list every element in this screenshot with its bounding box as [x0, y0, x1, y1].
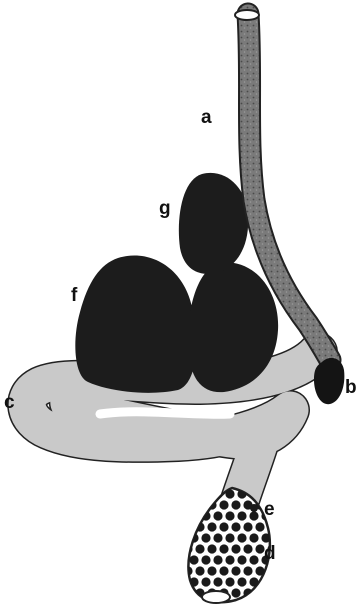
sac-dot	[261, 533, 270, 542]
sac-dot	[237, 533, 246, 542]
tip-b	[314, 358, 344, 404]
sac-dot	[183, 500, 192, 509]
sac-dot	[195, 544, 204, 553]
sac-dot	[267, 566, 276, 575]
sac-dot	[219, 500, 228, 509]
label-b: b	[345, 378, 357, 397]
sac-dot	[249, 555, 258, 564]
mass-g	[179, 173, 248, 274]
mass-f	[75, 255, 196, 392]
label-g: g	[159, 199, 171, 218]
sac-dot	[177, 555, 186, 564]
sac-dot	[201, 489, 210, 498]
point-e	[250, 504, 258, 512]
sac-d	[177, 488, 276, 603]
sac-dot	[219, 522, 228, 531]
sac-dot	[183, 522, 192, 531]
sac-dot	[201, 577, 210, 586]
sac-dot	[237, 577, 246, 586]
sac-dot	[201, 555, 210, 564]
sac-dot	[177, 577, 186, 586]
label-d: d	[264, 544, 276, 563]
sac-dot	[225, 533, 234, 542]
label-c: c	[4, 393, 15, 412]
sac-dot	[231, 588, 240, 597]
sac-dot	[225, 489, 234, 498]
label-f: f	[71, 286, 77, 305]
sac-dot	[237, 555, 246, 564]
sac-dot	[189, 511, 198, 520]
sac-dot	[195, 566, 204, 575]
sac-dot	[213, 533, 222, 542]
sac-dot	[231, 500, 240, 509]
label-a: a	[201, 108, 212, 127]
sac-dot	[231, 522, 240, 531]
sac-dot	[225, 555, 234, 564]
sac-dot	[261, 577, 270, 586]
sac-dot	[183, 588, 192, 597]
sac-dot	[177, 489, 186, 498]
sac-dot	[231, 544, 240, 553]
sac-dot	[207, 544, 216, 553]
sac-dot	[255, 566, 264, 575]
sac-dot	[231, 566, 240, 575]
sac-dot	[213, 511, 222, 520]
sac-dot	[249, 511, 258, 520]
sac-dot	[207, 566, 216, 575]
sac-dot	[225, 511, 234, 520]
sac-dot	[177, 511, 186, 520]
sac-dot	[249, 533, 258, 542]
sac-dot	[219, 544, 228, 553]
sac-dot	[255, 522, 264, 531]
sac-dot	[237, 511, 246, 520]
sac-dot	[225, 577, 234, 586]
sac-dot	[189, 555, 198, 564]
label-e: e	[264, 500, 275, 519]
sac-dot	[243, 566, 252, 575]
sac-dot	[213, 577, 222, 586]
sac-dot	[207, 522, 216, 531]
sac-dot	[189, 489, 198, 498]
sac-dot	[243, 522, 252, 531]
sac-dot	[177, 533, 186, 542]
sac-dot	[219, 566, 228, 575]
sac-dot	[195, 500, 204, 509]
sac-dot	[255, 588, 264, 597]
sac-dot	[243, 544, 252, 553]
sac-dot	[267, 588, 276, 597]
sac-dot	[201, 533, 210, 542]
sac-dot	[213, 555, 222, 564]
